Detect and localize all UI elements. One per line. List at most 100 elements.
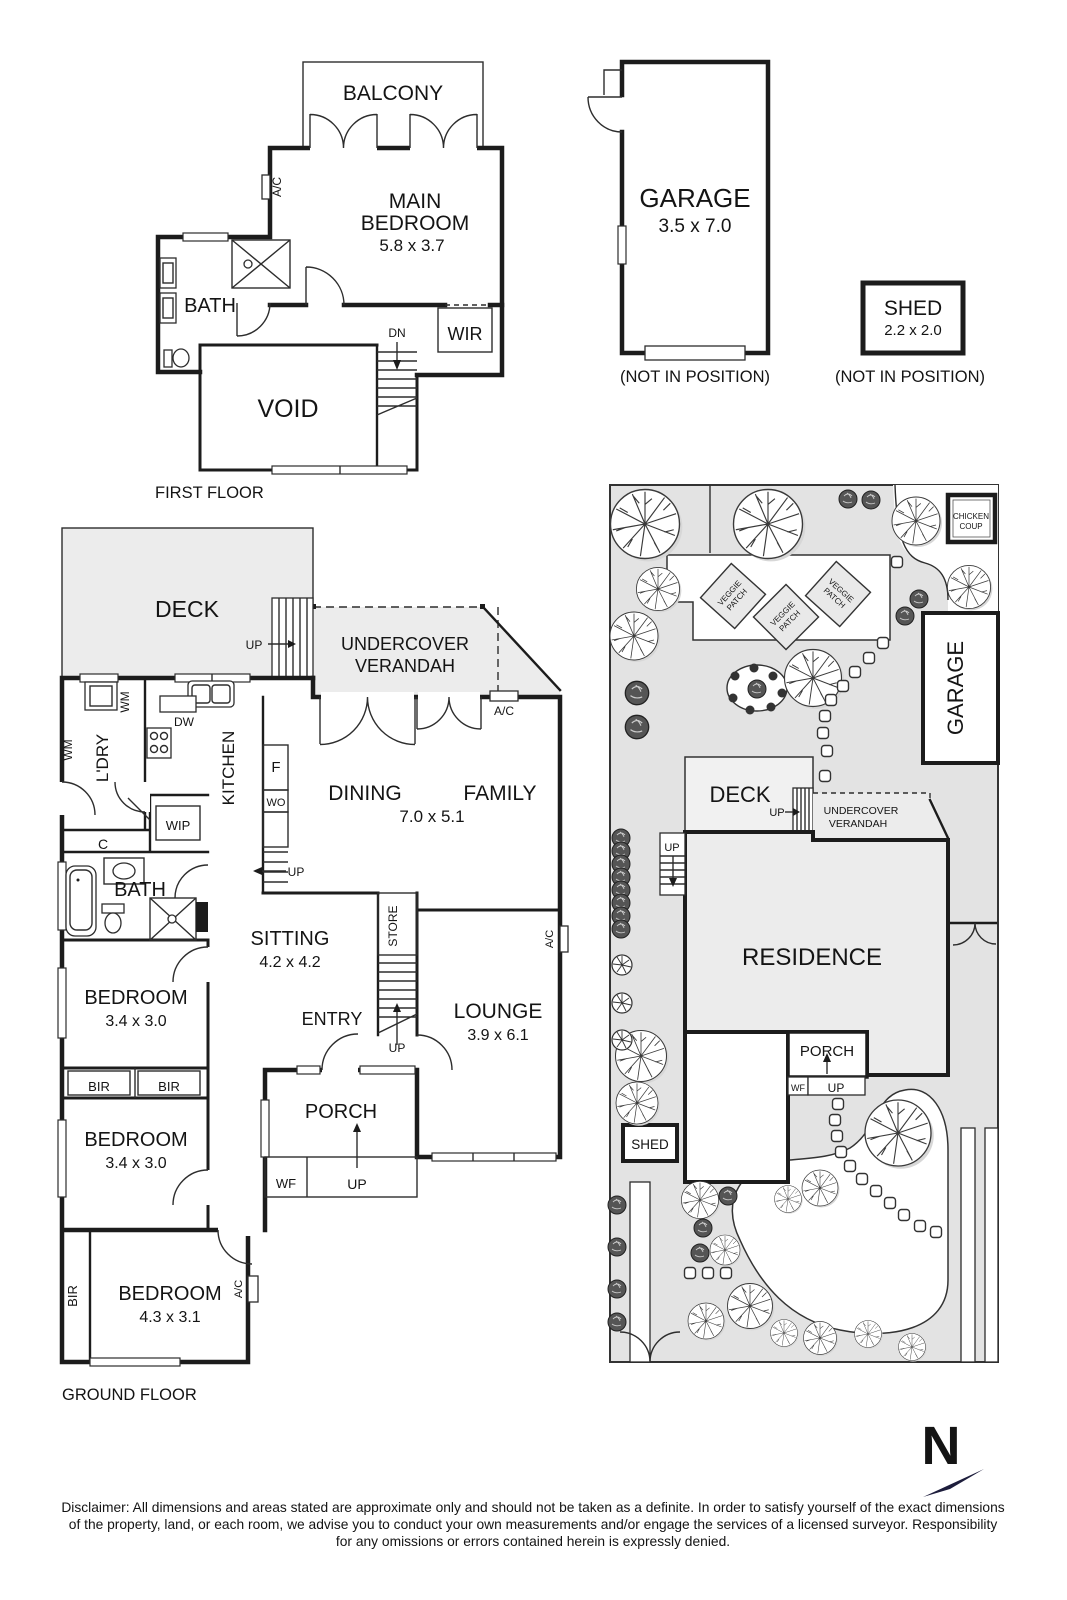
garage-plan-label: GARAGE [639, 183, 750, 213]
balcony-outline [302, 61, 484, 149]
gf-wip-label: WIP [166, 818, 191, 833]
gf-entry-label: ENTRY [302, 1009, 363, 1029]
svg-text:DECK: DECK [709, 782, 770, 807]
site-plan: VEGGIE PATCH VEGGIE PATCH VEGGIE PATCH C… [607, 484, 1000, 1363]
ff-stairs [376, 342, 418, 416]
ff-bath-label: BATH [184, 295, 236, 317]
gf-kitchen-up: UP [288, 865, 305, 879]
disclaimer-line-3: for any omissions or errors contained he… [336, 1534, 730, 1549]
main-bedroom-dim: 5.8 x 3.7 [379, 236, 444, 255]
svg-text:SHED: SHED [631, 1137, 669, 1152]
gf-dining-dim: 7.0 x 5.1 [399, 807, 464, 826]
gf-bir2-label: BIR [158, 1079, 180, 1094]
north-label: N [922, 1416, 961, 1476]
north-arrow-icon: N [922, 1416, 984, 1497]
garden-bed [726, 663, 788, 715]
void-label: VOID [257, 395, 318, 423]
gf-sitting-dim: 4.2 x 4.2 [259, 954, 320, 971]
shed-plan: SHED 2.2 x 2.0 (NOT IN POSITION) [835, 280, 985, 386]
disclaimer: Disclaimer: All dimensions and areas sta… [61, 1500, 1004, 1549]
gf-kitchen-fixtures [84, 680, 235, 759]
gf-bir1-label: BIR [88, 1079, 110, 1094]
gf-deck [61, 527, 314, 679]
site-left-stairs: UP [659, 832, 686, 896]
site-verandah: UNDERCOVER VERANDAH [813, 792, 950, 840]
gf-wo-label: WO [267, 797, 286, 809]
dn-label: DN [388, 326, 405, 340]
svg-text:GARAGE: GARAGE [943, 641, 968, 735]
veggie-patch-3: VEGGIE PATCH [804, 560, 872, 628]
gf-wm1-label: WM [61, 739, 75, 760]
driveway-strip-1 [960, 1127, 976, 1363]
gf-dining-label: DINING [328, 782, 402, 805]
gf-ac-bed-unit [247, 1275, 259, 1303]
gf-porch-label: PORCH [305, 1101, 377, 1123]
gf-bed2-label: BEDROOM [84, 1129, 187, 1151]
ground-floor-title: GROUND FLOOR [62, 1386, 197, 1404]
gf-family-label: FAMILY [463, 782, 536, 805]
svg-text:UP: UP [664, 842, 679, 854]
shed-plan-dim: 2.2 x 2.0 [884, 322, 942, 339]
gf-bir3-label: BIR [65, 1285, 80, 1307]
gf-ldry-label: L'DRY [93, 734, 112, 782]
gf-deck-up: UP [246, 638, 263, 652]
svg-text:WF: WF [791, 1083, 805, 1093]
svg-text:UP: UP [769, 807, 784, 819]
gf-dw-label: DW [174, 715, 195, 729]
gf-sitting-label: SITTING [251, 928, 330, 950]
svg-text:CHICKEN: CHICKEN [953, 512, 989, 521]
gate-arcs [619, 1331, 681, 1363]
disclaimer-line-1: Disclaimer: All dimensions and areas sta… [61, 1500, 1004, 1515]
garage-note: (NOT IN POSITION) [620, 368, 770, 386]
gf-c-label: C [98, 836, 108, 852]
wir-label: WIR [448, 324, 483, 344]
gf-bed1-dim: 3.4 x 3.0 [105, 1013, 166, 1030]
site-deck: DECK UP [684, 756, 814, 833]
gf-entry-stairs [377, 962, 418, 1045]
svg-text:UP: UP [828, 1081, 845, 1095]
gf-deck-label: DECK [155, 596, 220, 622]
chicken-coup: CHICKEN COUP [945, 492, 998, 545]
gf-kitchen-label: KITCHEN [219, 731, 238, 806]
balcony-label: BALCONY [343, 82, 443, 105]
garage-plan-dim: 3.5 x 7.0 [659, 216, 732, 237]
ff-ac-unit [261, 174, 271, 200]
gf-verandah-label-1: UNDERCOVER [341, 634, 469, 654]
shed-plan-label: SHED [884, 297, 942, 320]
gf-store-label: STORE [386, 905, 400, 946]
veggie-patch-2: VEGGIE PATCH [752, 583, 820, 651]
gf-bath-fixtures [65, 857, 208, 941]
store-outline [377, 892, 418, 956]
gf-lounge-dim: 3.9 x 6.1 [467, 1027, 528, 1044]
gf-lounge-label: LOUNGE [454, 1000, 543, 1023]
garage-plan: GARAGE 3.5 x 7.0 (NOT IN POSITION) [587, 59, 771, 386]
ff-bath-fixtures [159, 239, 291, 368]
side-path [629, 1181, 651, 1363]
gf-bed2-dim: 3.4 x 3.0 [105, 1155, 166, 1172]
garage-door [644, 345, 746, 361]
gf-porch-up: UP [347, 1176, 366, 1192]
gf-bed1-label: BEDROOM [84, 987, 187, 1009]
site-garage: GARAGE [921, 611, 1000, 765]
driveway-strip-2 [984, 1127, 999, 1363]
svg-text:UNDERCOVER: UNDERCOVER [824, 805, 899, 817]
svg-text:COUP: COUP [959, 522, 982, 531]
gf-bath-label: BATH [114, 879, 166, 901]
gf-fridge-label: F [271, 759, 280, 776]
gf-ac-verandah-unit [489, 690, 519, 702]
gf-ac-lounge-unit [559, 925, 569, 953]
first-floor-plan: BALCONY MAIN BEDROOM 5.8 x 3.7 A/C BATH … [155, 61, 505, 502]
disclaimer-line-2: of the property, land, or each room, we … [69, 1517, 998, 1532]
ground-floor-plan: DECK UP UNDERCOVER VERANDAH A/C WM WM L'… [57, 527, 569, 1404]
gf-verandah-label-2: VERANDAH [355, 656, 455, 676]
ff-ac-label: A/C [270, 177, 284, 197]
veggie-patch-1: VEGGIE PATCH [699, 562, 767, 630]
svg-text:PORCH: PORCH [800, 1043, 854, 1060]
gf-deck-stairs [271, 597, 314, 679]
shed-note: (NOT IN POSITION) [835, 368, 985, 386]
main-bedroom-label-2: BEDROOM [361, 212, 470, 235]
gf-wm2-label: WM [118, 691, 132, 712]
gf-wf-label: WF [276, 1176, 296, 1191]
gf-ac-bed-label: A/C [233, 1280, 245, 1298]
